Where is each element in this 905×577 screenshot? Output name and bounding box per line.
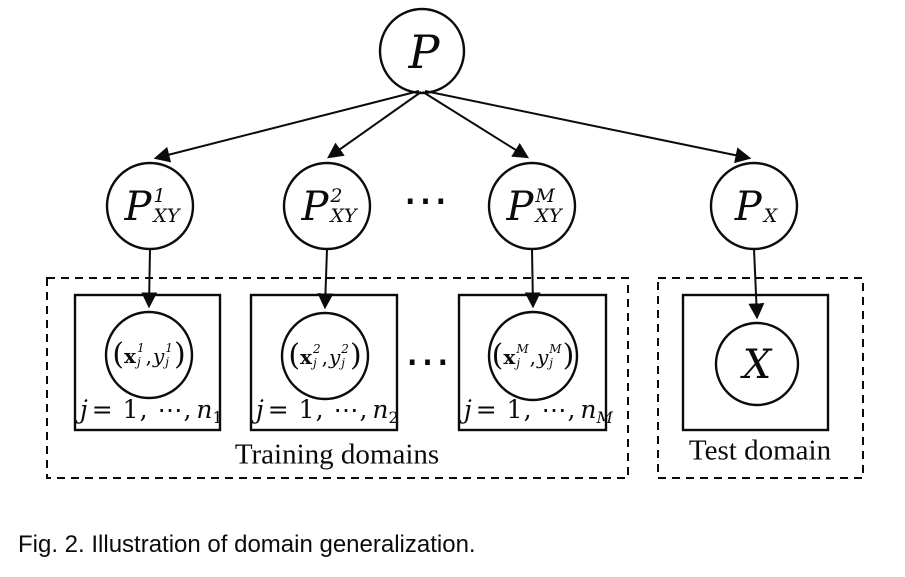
count-sub: M: [596, 408, 613, 427]
edge-root-to-px: [424, 90, 752, 164]
sample-node-circle-1: [104, 310, 194, 400]
test-domain-dashed-box: [657, 277, 864, 479]
edge-px-to-x: [748, 248, 765, 320]
x-sub: j: [516, 356, 521, 370]
math-sub: XY: [330, 205, 357, 227]
y-sup: 2: [341, 342, 349, 357]
training-domains-dashed-box: [46, 277, 629, 479]
x-symbol: x: [124, 344, 136, 368]
x-symbol: x: [300, 345, 312, 369]
training-domains-label: Training domains: [234, 438, 440, 471]
math-base: P: [506, 184, 534, 230]
math-sup: 1: [153, 185, 166, 208]
index-var: j: [464, 395, 472, 424]
plate-label-2: j= 1, ⋯,n2: [256, 396, 399, 427]
edge-pm-to-samplem: [524, 248, 541, 309]
math-base: P: [124, 184, 152, 230]
comma: ,: [145, 344, 152, 368]
count-var: n: [196, 395, 213, 424]
index-var: j: [80, 395, 88, 424]
y-symbol: y: [536, 345, 549, 369]
close-paren: ): [562, 338, 575, 373]
y-sub: j: [165, 355, 170, 369]
y-symbol: y: [152, 344, 165, 368]
x-sub: j: [136, 355, 141, 369]
x-sub: j: [312, 356, 317, 370]
y-sub: j: [549, 356, 554, 370]
ellipsis-top: ⋯: [402, 173, 450, 227]
root-node-symbol: P: [408, 25, 440, 79]
x-sup: 2: [312, 342, 321, 357]
y-sup: M: [549, 342, 562, 357]
open-paren: (: [288, 338, 301, 373]
root-node-label: P: [409, 25, 440, 79]
count-sub: 1: [212, 408, 223, 427]
math-sup: 2: [330, 185, 343, 208]
math-sub: XY: [153, 205, 180, 227]
figure-caption: Fig. 2. Illustration of domain generaliz…: [18, 531, 476, 558]
edge-p2-to-sample2: [317, 248, 334, 310]
math-sub: XY: [535, 205, 562, 227]
index-range: = 1, ⋯,: [475, 395, 577, 424]
y-sub: j: [341, 356, 346, 370]
plate-label-1: j= 1, ⋯,n1: [80, 396, 223, 427]
index-range: = 1, ⋯,: [267, 395, 369, 424]
math-base: P: [301, 184, 329, 230]
sample-node-circle-m: [487, 310, 579, 402]
y-sup: 1: [165, 341, 173, 356]
comma: ,: [529, 345, 536, 369]
math-sub: X: [763, 204, 778, 227]
count-sub: 2: [388, 408, 399, 427]
close-paren: ): [173, 337, 186, 372]
close-paren: ): [349, 338, 362, 373]
edge-p1-to-sample1: [141, 248, 158, 309]
test-node-label: X: [742, 342, 772, 388]
index-range: = 1, ⋯,: [91, 395, 193, 424]
index-var: j: [256, 395, 264, 424]
math-sup: M: [535, 185, 555, 208]
test-domain-label: Test domain: [688, 434, 832, 467]
x-sup: 1: [136, 341, 145, 356]
count-var: n: [372, 395, 389, 424]
open-paren: (: [491, 338, 504, 373]
open-paren: (: [112, 337, 125, 372]
count-var: n: [580, 395, 597, 424]
math-scripts: X: [764, 188, 778, 227]
math-base: P: [734, 184, 762, 230]
y-symbol: y: [328, 345, 341, 369]
plate-label-m: j= 1, ⋯,nM: [464, 396, 613, 427]
root-node-circle: [378, 7, 466, 95]
x-symbol: x: [503, 345, 516, 369]
comma: ,: [321, 345, 328, 369]
ellipsis-bottom: ⋯: [404, 334, 452, 388]
edge-root-to-p2: [327, 91, 422, 159]
sample-node-circle-2: [280, 311, 370, 401]
test-node-circle: [714, 321, 800, 407]
edge-root-to-pm: [422, 91, 530, 159]
x-sup: M: [516, 342, 529, 357]
edge-root-to-p1: [153, 90, 420, 163]
